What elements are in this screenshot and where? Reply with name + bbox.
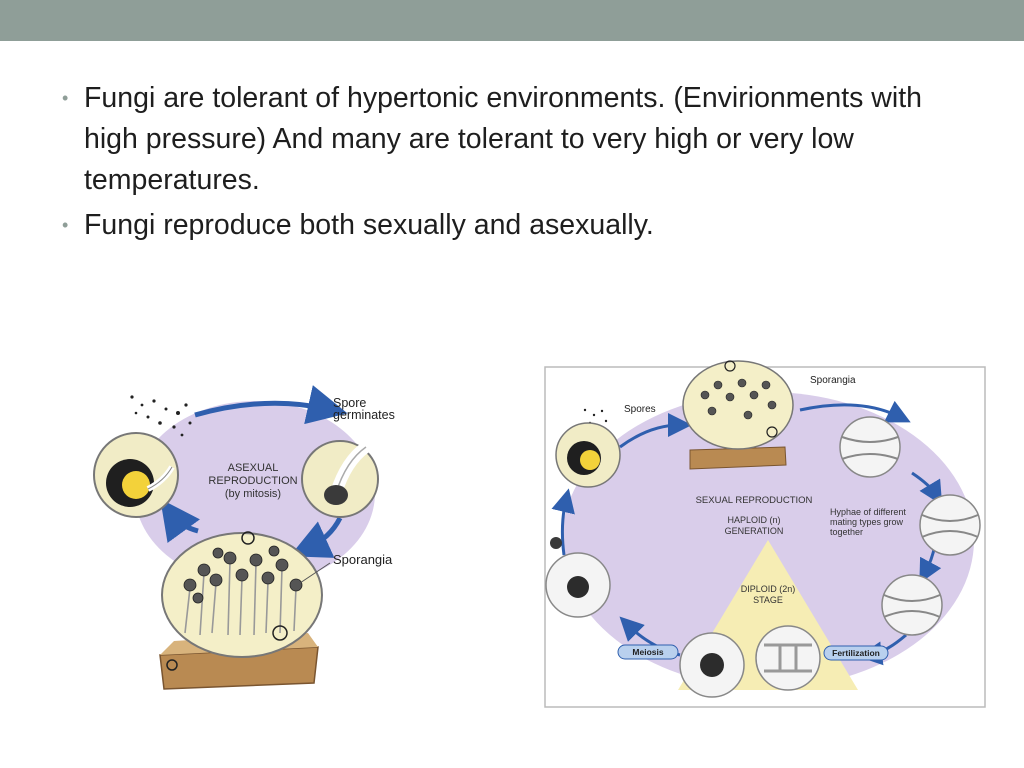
hyphae-circle: [882, 575, 942, 635]
haploid-label-line1: HAPLOID (n): [727, 515, 780, 525]
haploid-label-line2: GENERATION: [725, 526, 784, 536]
bullet-text: Fungi are tolerant of hypertonic environ…: [84, 82, 922, 196]
cycle-title: SEXUAL REPRODUCTION: [696, 495, 813, 506]
asexual-reproduction-diagram: Spore germinates ASEXUAL REPRODUCTION (b…: [90, 383, 420, 705]
spore-germinates-label-line2: germinates: [333, 408, 395, 422]
bullet-list: • Fungi are tolerant of hypertonic enviro…: [60, 78, 980, 250]
hyphae-label-line2: mating types grow: [830, 517, 904, 527]
bullet-item: • Fungi are tolerant of hypertonic enviro…: [60, 78, 980, 201]
hyphae-circle: [920, 495, 980, 555]
sexual-reproduction-diagram: Sporangia Spores SEXUAL REPRODUCTION HAP…: [540, 355, 995, 711]
meiosis-icon: [567, 576, 589, 598]
bullet-dot: •: [62, 78, 68, 119]
bread-slice: [690, 447, 786, 469]
sporangia-oval: [683, 361, 793, 449]
diploid-label-line1: DIPLOID (2n): [741, 584, 796, 594]
germ-sporangium-icon: [550, 537, 562, 549]
bullet-text: Fungi reproduce both sexually and asexua…: [84, 209, 654, 241]
cycle-label-line3: (by mitosis): [225, 488, 281, 500]
zygote-circle: [756, 626, 820, 690]
hyphae-label-line1: Hyphae of different: [830, 507, 906, 517]
sporangia-label: Sporangia: [333, 552, 393, 567]
meiosis-label: Meiosis: [632, 647, 663, 657]
cycle-label-line1: ASEXUAL: [228, 462, 279, 474]
spores-label: Spores: [624, 404, 656, 415]
cycle-label-line2: REPRODUCTION: [208, 475, 297, 487]
bullet-item: • Fungi reproduce both sexually and asexu…: [60, 205, 980, 246]
fertilization-label: Fertilization: [832, 648, 880, 658]
bullet-dot: •: [62, 205, 68, 246]
hyphae-label-line3: together: [830, 527, 863, 537]
zygospore-icon: [700, 653, 724, 677]
hyphae-circle: [840, 417, 900, 477]
header-bar: [0, 0, 1024, 41]
sporangia-label: Sporangia: [810, 375, 856, 386]
diploid-label-line2: STAGE: [753, 595, 783, 605]
sporangium-core: [580, 450, 600, 470]
